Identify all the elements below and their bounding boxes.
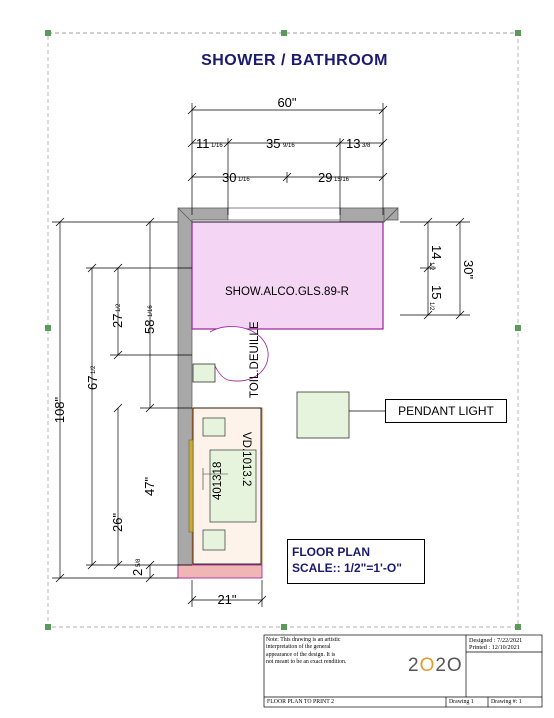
floor-plan-scale-box: FLOOR PLAN SCALE:: 1/2"=1'-O" xyxy=(287,539,425,584)
toilet[interactable] xyxy=(192,326,269,383)
drawing-title: SHOWER / BATHROOM xyxy=(201,52,388,69)
dimension-ticks xyxy=(55,105,465,605)
dim-left-58: 58 xyxy=(142,320,157,334)
pendant-light-fixture[interactable] xyxy=(296,391,350,439)
title-block-note: Note: This drawing is an artistic interp… xyxy=(266,637,347,666)
drawing-number: Drawing #: 1 xyxy=(491,699,522,705)
page-frame xyxy=(47,32,519,628)
dim-top-c-frac: 3/8 xyxy=(362,143,371,149)
floor-plan-label: FLOOR PLAN xyxy=(292,545,370,559)
vanity-label: VD.1013.2 xyxy=(240,432,252,486)
sheet-name: FLOOR PLAN TO PRINT 2 xyxy=(267,699,334,705)
dim-row2-b: 29 xyxy=(318,170,332,185)
dim-left-2: 2 xyxy=(130,569,145,576)
dim-left-47: 47" xyxy=(142,477,157,496)
dim-right-total: 30" xyxy=(461,260,476,279)
dim-left-26: 26" xyxy=(110,513,125,532)
designed-date: Designed : 7/22/2021 xyxy=(469,637,523,644)
company-logo: 2O2O xyxy=(408,655,463,676)
dim-row2-a-frac: 1/16 xyxy=(238,177,250,183)
dim-top-total: 60" xyxy=(277,95,296,110)
dim-left-2-frac: 5/8 xyxy=(136,558,142,567)
dim-top-b: 35 xyxy=(266,136,280,151)
pendant-light-label: PENDANT LIGHT xyxy=(398,404,494,418)
toilet-label: TOIL.DEUILLE xyxy=(249,321,261,398)
dim-bottom: 21" xyxy=(217,592,236,607)
dim-row2-a: 30 xyxy=(222,170,236,185)
dim-right-a: 14 xyxy=(429,245,444,259)
dim-right-b-frac: 1/2 xyxy=(428,302,434,311)
vanity-code: 401318 xyxy=(212,462,224,500)
drawing-label: Drawing 1 xyxy=(449,699,474,705)
dim-top-b-frac: 9/16 xyxy=(283,143,295,149)
shower-label: SHOW.ALCO.GLS.89-R xyxy=(225,286,349,298)
dimension-lines xyxy=(52,103,470,607)
shower-alcove[interactable] xyxy=(191,221,384,330)
selection-handles[interactable] xyxy=(45,30,521,630)
dim-top-c: 13 xyxy=(346,136,360,151)
scale-label: SCALE:: 1/2"=1'-O" xyxy=(292,561,402,575)
dim-left-58-frac: 1/16 xyxy=(148,305,154,317)
printed-date: Printed : 12/10/2021 xyxy=(469,644,520,651)
dim-top-a-frac: 1/16 xyxy=(211,143,223,149)
dim-left-27-frac: 1/2 xyxy=(116,303,122,312)
dim-right-a-frac: 1/2 xyxy=(428,262,434,271)
vanity[interactable] xyxy=(177,407,263,579)
dim-top-a: 11 xyxy=(196,136,210,151)
dim-left-67: 67 xyxy=(85,376,100,390)
title-block-lines xyxy=(263,634,543,708)
dim-left-total: 108" xyxy=(52,396,67,423)
dim-row2-b-frac: 15/16 xyxy=(334,177,350,183)
dim-right-b: 15 xyxy=(429,285,444,299)
dim-left-67-frac: 1/2 xyxy=(91,365,97,374)
pendant-light-callout: PENDANT LIGHT xyxy=(385,399,507,423)
dim-left-27: 27 xyxy=(110,314,125,328)
